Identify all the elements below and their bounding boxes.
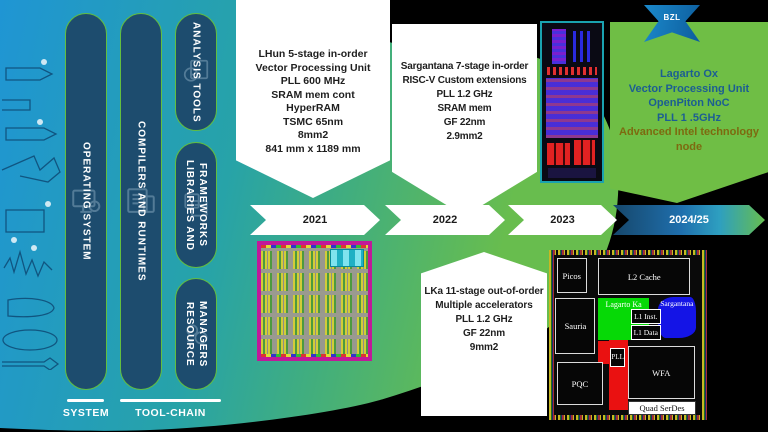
milestone-box-sargantana: Sargantana 7-stage in-order RISC-V Custo… [392, 24, 537, 216]
die2-core-region [545, 78, 599, 139]
floorplan-red-region [608, 335, 628, 411]
milestone-line: Lagarto Ox [659, 68, 719, 80]
monitor-gear-icon [72, 189, 101, 213]
milestone-highlight-line: Advanced Intel technology node [619, 126, 759, 153]
milestone-line: LKa 11-stage out-of-order [424, 286, 544, 297]
milestone-line: Vector Processing Unit [628, 82, 750, 95]
milestone-line: 8mm2 [297, 129, 329, 141]
floorplan-inner: Picos L2 Cache Sauria Lagarto Ka Sargant… [554, 255, 702, 415]
milestone-line: 9mm2 [469, 342, 499, 353]
milestone-line: LHun 5-stage in-order [258, 48, 368, 60]
floorplan-block-picos: Picos [556, 258, 587, 294]
floorplan-block-pqc: PQC [556, 362, 603, 406]
system-group-line [67, 399, 104, 402]
die2-red-grid-right [574, 139, 595, 166]
stack-pill-compilers-and-runtimes: COMPILERS AND RUNTIMES [120, 13, 162, 390]
die-core-area [261, 245, 368, 357]
die-photo-2021-chip [257, 241, 372, 361]
floorplan-block-pll: PLL [610, 347, 626, 367]
library-stack-icon [184, 193, 208, 217]
resource-gears-icon [186, 324, 208, 345]
milestone-line: TSMC 65nm [282, 115, 344, 128]
floorplan-block-quad-serdes: Quad SerDes [628, 400, 697, 415]
floorplan-red-region [598, 341, 611, 364]
stack-pill-analysis-tools: ANALYSIS TOOLS [175, 13, 217, 131]
timeline-year-2023: 2023 [508, 205, 617, 235]
toolchain-group-line [120, 399, 221, 402]
timeline-year-2022: 2022 [385, 205, 505, 235]
floorplan-block-sargantana: Sargantana [657, 296, 697, 339]
toolchain-group-label: TOOL-CHAIN [135, 407, 206, 419]
die2-bottom-strip [548, 168, 596, 178]
system-group-label: SYSTEM [62, 407, 110, 419]
milestone-line: GF 22nm [462, 328, 506, 339]
die2-purple-block [551, 29, 566, 65]
pill-label: OPERATING SYSTEM [80, 142, 92, 261]
milestone-line: RISC-V Custom extensions [402, 75, 527, 86]
die-io-band-top [261, 245, 368, 248]
die-photo-2023-chip [540, 21, 604, 183]
milestone-box-lhun: LHun 5-stage in-order Vector Processing … [236, 0, 390, 198]
milestone-line: PLL 1 .5GHz [657, 111, 721, 124]
milestone-line: OpenPiton NoC [648, 97, 730, 109]
milestone-line: PLL 1.2 GHz [436, 89, 493, 100]
milestone-line: PLL 1.2 GHz [455, 314, 513, 325]
die-sram-block [329, 249, 364, 268]
die2-red-grid-left [546, 143, 570, 166]
floorplan-block-l1-inst: L1 Inst. [630, 309, 661, 324]
floorplan-block-sauria: Sauria [555, 298, 596, 355]
floorplan-block-l1-data: L1 Data [630, 325, 661, 340]
floorplan-block-wfa: WFA [628, 346, 695, 399]
stack-pill-operating-system: OPERATING SYSTEM [65, 13, 107, 390]
milestone-line: PLL 600 MHz [280, 75, 346, 87]
die2-blue-columns [573, 30, 594, 63]
milestone-box-lagarto-ox: Lagarto Ox Vector Processing Unit OpenPi… [610, 22, 768, 203]
milestone-line: Vector Processing Unit [255, 61, 371, 74]
milestone-line: GF 22nm [443, 117, 486, 128]
milestone-line: HyperRAM [286, 102, 340, 114]
timeline-year-2021: 2021 [250, 205, 380, 235]
milestone-line: Multiple accelerators [435, 300, 533, 311]
timeline-year-2024-25: 2024/25 [613, 205, 765, 235]
milestone-box-lka: LKa 11-stage out-of-order Multiple accel… [421, 252, 547, 416]
milestone-line: 2.9mm2 [446, 131, 483, 142]
circuit-trace-decoration [1, 59, 61, 370]
soc-floorplan: Picos L2 Cache Sauria Lagarto Ka Sargant… [549, 250, 707, 420]
milestone-line: SRAM mem cont [271, 88, 355, 101]
pill-label: ANALYSIS TOOLS [190, 21, 202, 123]
milestone-line: 841 mm x 1189 mm [265, 142, 361, 155]
code-window-icon [127, 187, 155, 213]
die2-red-row [546, 67, 598, 76]
floorplan-block-l2-cache: L2 Cache [598, 258, 691, 295]
milestone-line: Sargantana 7-stage in-order [400, 61, 529, 72]
milestone-line: SRAM mem [437, 103, 492, 114]
analysis-clock-icon [183, 59, 209, 82]
pill-label: COMPILERS AND RUNTIMES [135, 121, 147, 282]
die-io-band-bottom [261, 354, 368, 357]
